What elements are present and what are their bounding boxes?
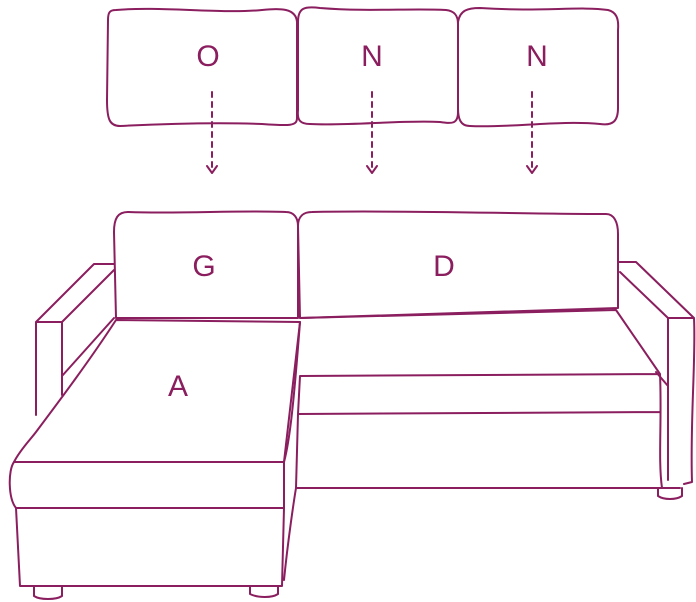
back-left-label: G xyxy=(192,250,215,283)
chaise-leg-right xyxy=(250,586,278,597)
cushion-o-label: O xyxy=(196,40,219,73)
chaise-top xyxy=(14,320,300,462)
cushion-n1-label: N xyxy=(361,40,383,73)
chaise-front xyxy=(10,322,300,586)
right-armrest xyxy=(618,262,694,484)
seat-body xyxy=(296,310,680,488)
right-leg xyxy=(658,488,682,499)
back-cushion-right xyxy=(298,211,618,318)
cushion-n2-label: N xyxy=(526,40,548,73)
arrow-n2 xyxy=(527,92,537,173)
arrow-n1 xyxy=(367,92,377,173)
chaise-label: A xyxy=(168,370,188,403)
chaise-leg-left xyxy=(34,586,62,599)
back-right-label: D xyxy=(433,250,455,283)
arrow-o xyxy=(207,92,217,173)
